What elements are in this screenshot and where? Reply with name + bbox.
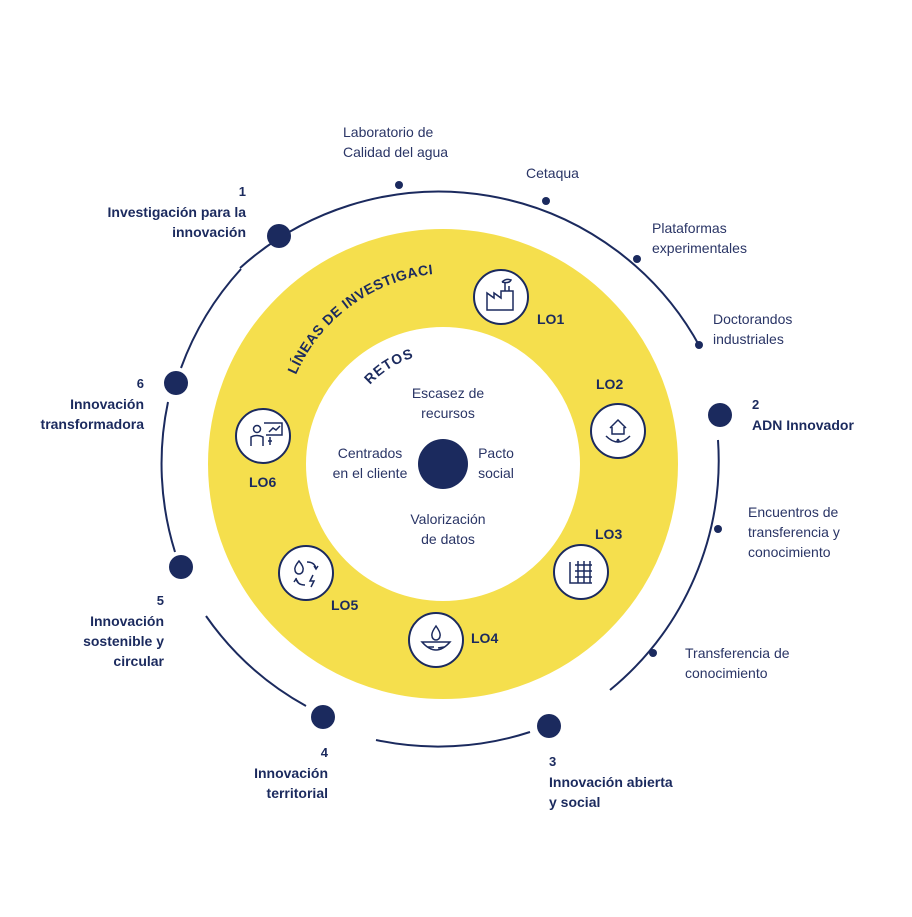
pillar-2-label: 2 ADN Innovador	[752, 395, 854, 435]
lo1-code: LO1	[537, 311, 565, 327]
pillar-2-number: 2	[752, 397, 760, 412]
item-encuentros: Encuentros de transferencia y conocimien…	[748, 504, 840, 560]
pillar-1-number: 1	[238, 184, 246, 199]
outer-ring-arc-1	[239, 190, 701, 348]
pillar-dot-1	[267, 224, 291, 248]
outer-ring-arc-3	[375, 731, 531, 748]
pillar-2-text: ADN Innovador	[752, 417, 854, 433]
lo5-badge	[278, 545, 334, 601]
pillar-5-number: 5	[156, 593, 164, 608]
outer-ring-arc-2	[609, 439, 720, 691]
ring-dot-plataformas	[633, 255, 641, 263]
pillar-3-number: 3	[549, 754, 557, 769]
item-transferencia: Transferencia de conocimiento	[685, 645, 790, 681]
ring-dot-laboratorio	[395, 181, 403, 189]
pillar-dot-2	[708, 403, 732, 427]
pillar-dot-5	[169, 555, 193, 579]
challenge-escasez: Escasez de recursos	[411, 385, 485, 421]
lo4-badge	[408, 612, 464, 668]
center-title: RETOS	[361, 345, 416, 387]
challenge-valorizacion: Valorización de datos	[410, 511, 486, 547]
ring-dot-transferencia	[649, 649, 657, 657]
ring-dot-encuentros	[714, 525, 722, 533]
recycle-water-energy-icon	[293, 559, 319, 588]
lo1-badge	[473, 269, 529, 325]
person-presentation-icon	[250, 422, 283, 446]
pillar-4-text: Innovación territorial	[254, 765, 328, 801]
pillar-5-label: 5 Innovación sostenible y circular	[83, 591, 164, 671]
lo2-code: LO2	[596, 376, 624, 392]
pillar-dot-3	[537, 714, 561, 738]
item-laboratorio: Laboratorio de Calidad del agua	[343, 124, 449, 160]
challenge-pacto: Pacto social	[478, 445, 514, 481]
lo2-badge	[590, 403, 646, 459]
grid-map-icon	[569, 561, 592, 584]
outer-ring-arc-6	[180, 268, 242, 369]
item-plataformas: Plataformas experimentales	[652, 220, 747, 256]
pillar-6-number: 6	[136, 376, 144, 391]
pillar-1-label: 1 Investigación para la innovación	[108, 182, 247, 242]
factory-icon	[486, 278, 514, 311]
house-water-icon	[605, 418, 631, 443]
pillar-4-label: 4 Innovación territorial	[254, 743, 328, 803]
pillar-4-number: 4	[320, 745, 328, 760]
water-drop-icon	[420, 624, 452, 651]
item-doctorandos: Doctorandos industriales	[713, 311, 793, 347]
pillar-6-text: Innovación transformadora	[40, 396, 144, 432]
outer-ring-arc-4	[205, 615, 307, 707]
pillar-5-text: Innovación sostenible y circular	[83, 613, 164, 669]
pillar-3-label: 3 Innovación abierta y social	[549, 752, 673, 812]
center-dot	[418, 439, 468, 489]
item-cetaqua: Cetaqua	[526, 165, 579, 181]
challenge-centrados: Centrados en el cliente	[332, 445, 408, 481]
lo6-badge	[235, 408, 291, 464]
lo4-code: LO4	[471, 630, 499, 646]
pillar-3-text: Innovación abierta y social	[549, 774, 673, 810]
pillar-dot-6	[164, 371, 188, 395]
ring-dot-doctorandos	[695, 341, 703, 349]
pillar-dot-4	[311, 705, 335, 729]
lo5-code: LO5	[331, 597, 359, 613]
pillar-1-text: Investigación para la innovación	[107, 204, 247, 240]
lo6-code: LO6	[249, 474, 277, 490]
lo3-badge	[553, 544, 609, 600]
lo3-code: LO3	[595, 526, 623, 542]
outer-ring-arc-5	[160, 401, 176, 553]
pillar-6-label: 6 Innovación transformadora	[41, 374, 144, 434]
ring-dot-cetaqua	[542, 197, 550, 205]
